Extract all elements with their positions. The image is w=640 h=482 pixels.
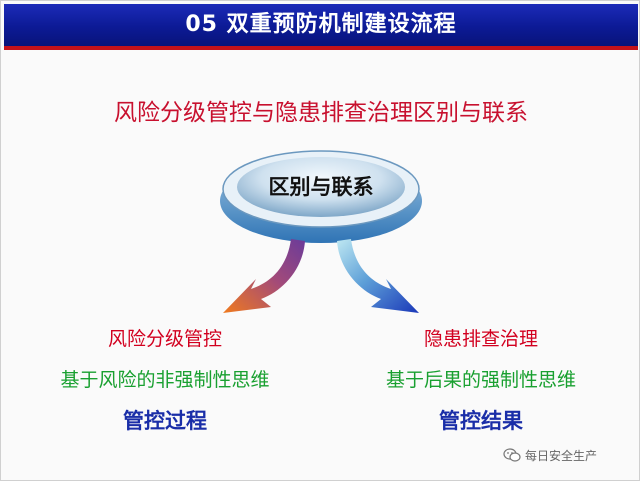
center-label: 区别与联系 xyxy=(268,175,374,199)
right-arrow xyxy=(337,239,419,313)
page-title: 05 双重预防机制建设流程 xyxy=(185,12,457,37)
title-bar: 05 双重预防机制建设流程 xyxy=(4,4,638,50)
right-branch-focus: 管控结果 xyxy=(439,409,523,433)
left-branch-mindset: 基于风险的非强制性思维 xyxy=(60,369,270,391)
watermark: 每日安全生产 xyxy=(503,445,597,465)
left-branch-focus: 管控过程 xyxy=(123,409,207,433)
watermark-text: 每日安全生产 xyxy=(525,448,598,463)
left-branch-title: 风险分级管控 xyxy=(107,328,222,350)
center-disc xyxy=(220,150,422,243)
diagram-subtitle: 风险分级管控与隐患排查治理区别与联系 xyxy=(114,100,528,126)
wechat-icon xyxy=(503,448,521,462)
right-branch-mindset: 基于后果的强制性思维 xyxy=(385,369,576,391)
left-arrow xyxy=(223,239,305,313)
right-branch-title: 隐患排查治理 xyxy=(423,328,538,350)
